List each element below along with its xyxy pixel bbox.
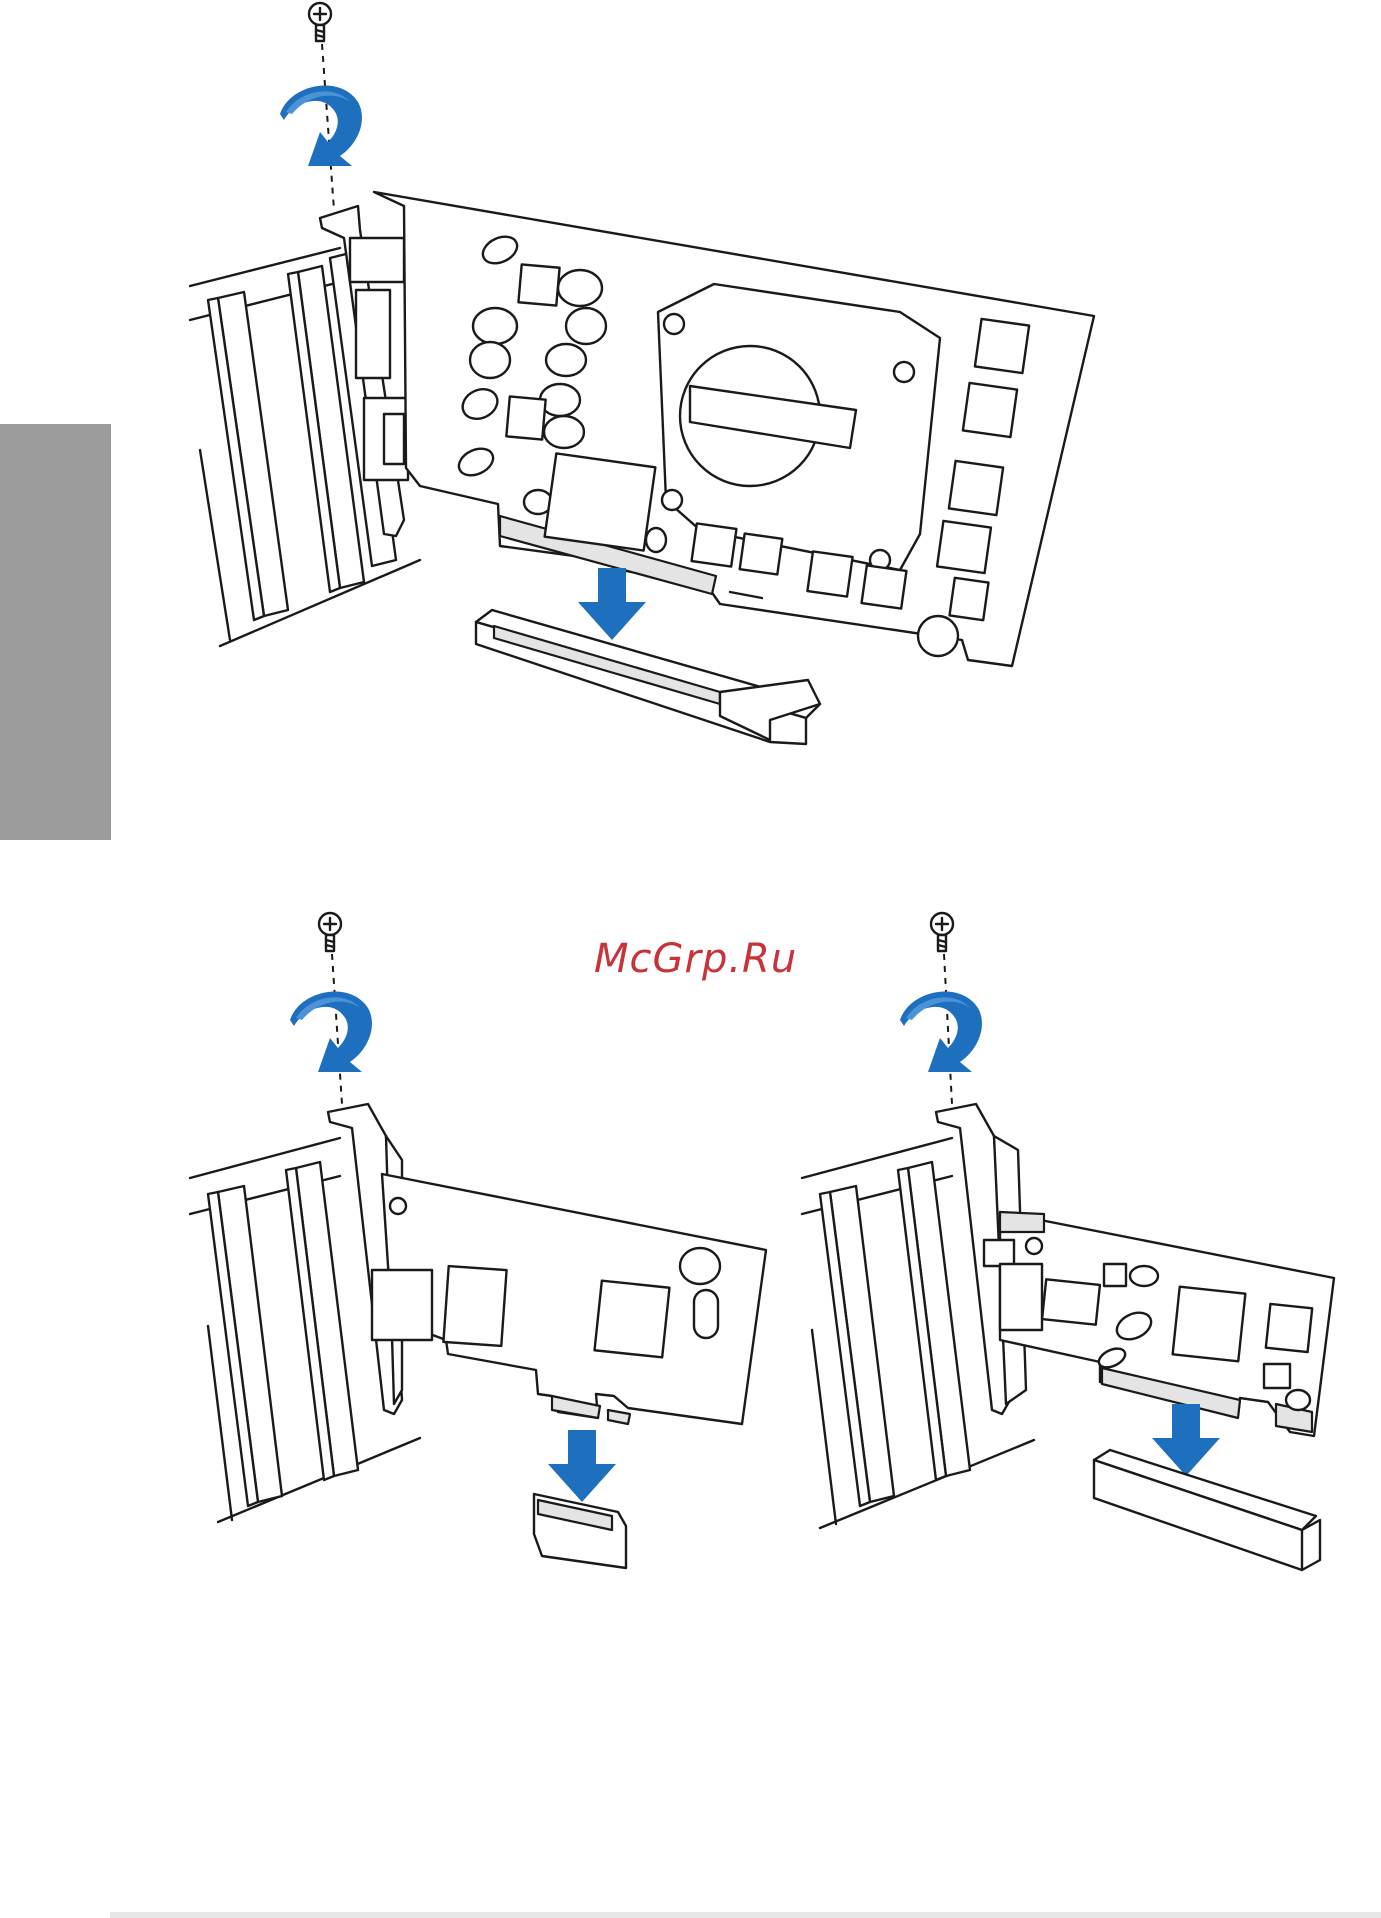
pcie-card-illustration <box>802 913 1334 1570</box>
down-arrow-icon <box>1152 1404 1220 1476</box>
footer-rule <box>110 1912 1381 1918</box>
rotate-arrow-icon <box>280 85 362 166</box>
screw-icon <box>309 3 331 41</box>
screw-icon <box>931 913 953 951</box>
down-arrow-icon <box>578 568 646 640</box>
screw-icon <box>319 913 341 951</box>
rotate-arrow-icon <box>290 991 372 1072</box>
pcie-x1-card-illustration <box>190 913 766 1568</box>
graphics-card-illustration <box>190 3 1094 744</box>
down-arrow-icon <box>548 1430 616 1502</box>
rotate-arrow-icon <box>900 991 982 1072</box>
watermark-text: McGrp.Ru <box>594 936 797 982</box>
